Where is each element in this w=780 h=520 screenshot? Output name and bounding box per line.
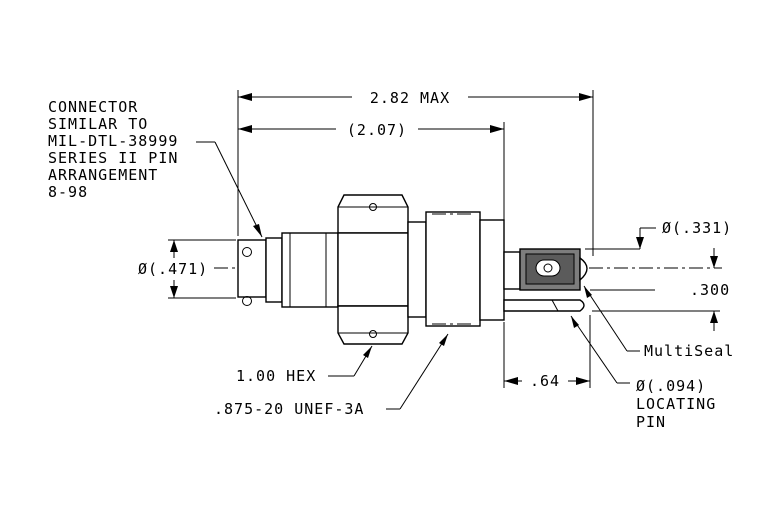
dimension-offset-300 <box>590 248 720 331</box>
dimension-body-label: (2.07) <box>347 121 407 139</box>
connector-note-line-3: MIL-DTL-38999 <box>48 132 178 150</box>
hex-leader <box>328 345 373 377</box>
connector-body <box>237 232 339 308</box>
dimension-diameter-331 <box>585 227 656 250</box>
dimension-overall-label: 2.82 MAX <box>370 89 450 107</box>
locating-pin-leader <box>570 315 630 384</box>
locating-pin-line-1: Ø(.094) <box>636 377 706 395</box>
locating-pin-line-3: PIN <box>636 413 666 431</box>
offset-300-label: .300 <box>690 281 730 299</box>
connector-note-line-5: ARRANGEMENT <box>48 166 158 184</box>
connector-note-line-2: SIMILAR TO <box>48 115 148 133</box>
connector-note: CONNECTOR SIMILAR TO MIL-DTL-38999 SERIE… <box>48 98 263 238</box>
dimension-diameter-471 <box>168 239 236 299</box>
dimension-overall <box>237 90 594 256</box>
connector-note-line-1: CONNECTOR <box>48 98 138 116</box>
thread-label: .875-20 UNEF-3A <box>214 400 364 418</box>
connector-note-line-6: 8-98 <box>48 183 88 201</box>
dimension-body <box>238 122 505 222</box>
hex-nut <box>337 194 409 345</box>
connector-note-line-4: SERIES II PIN <box>48 149 178 167</box>
dimension-pin-length <box>503 315 591 388</box>
threaded-coupling <box>407 211 505 327</box>
locating-pin-line-2: LOCATING <box>636 395 716 413</box>
thread-leader <box>386 333 449 410</box>
multiseal-leader <box>583 285 640 352</box>
multiseal <box>503 248 588 291</box>
hex-label: 1.00 HEX <box>236 367 316 385</box>
diameter-331-label: Ø(.331) <box>662 219 732 237</box>
multiseal-label: MultiSeal <box>644 342 734 360</box>
diameter-471-label: Ø(.471) <box>138 260 208 278</box>
pin-length-label: .64 <box>530 372 560 390</box>
locating-pin <box>503 299 585 312</box>
